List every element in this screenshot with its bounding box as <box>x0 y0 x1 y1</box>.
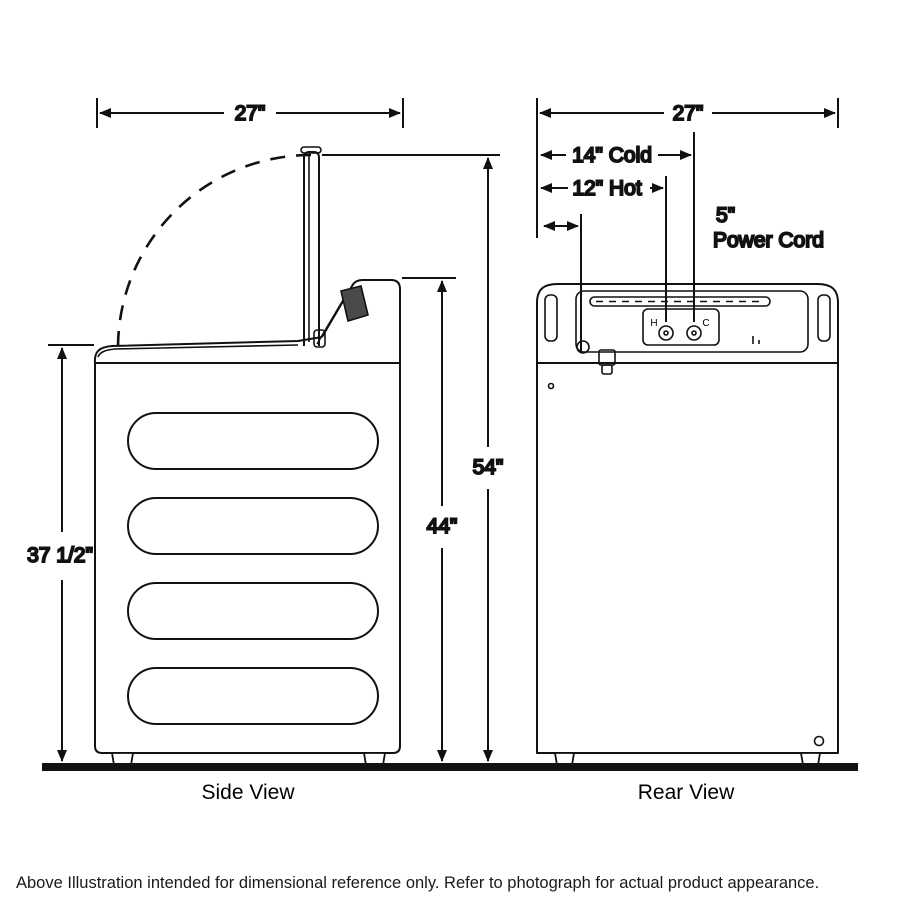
dimension-hot-inlet: 12" Hot <box>540 176 667 322</box>
cold-water-inlet-center <box>691 330 697 336</box>
rear-connection-box <box>642 308 720 346</box>
side-lid-handle <box>300 146 322 154</box>
footer-note: Above Illustration intended for dimensio… <box>16 874 819 892</box>
side-lid-hinge <box>313 329 326 348</box>
side-deck-rim <box>93 336 323 364</box>
rear-side-cover-left <box>544 294 558 342</box>
rear-body-outline <box>536 362 839 754</box>
power-cord-clip <box>601 364 613 375</box>
hot-port-label: H <box>650 318 657 329</box>
rear-side-cover-right <box>817 294 831 342</box>
console-height-value: 44" <box>427 515 458 538</box>
cold-inlet-value: 14" Cold <box>572 144 652 167</box>
hot-inlet-value: 12" Hot <box>572 177 641 200</box>
side-open-lid <box>303 151 320 346</box>
side-width-value: 27" <box>235 102 266 125</box>
rear-screw-top-left <box>547 382 555 390</box>
power-cord-label: Power Cord <box>713 229 824 252</box>
side-panel-rib <box>127 497 379 555</box>
top-height-value: 37 1/2" <box>27 544 93 567</box>
power-offset-value: 5" <box>716 204 735 227</box>
dimension-side-width: 27" <box>96 98 404 128</box>
rear-vent-slot <box>589 296 771 307</box>
side-body-outline <box>94 362 401 754</box>
side-view-label: Side View <box>201 781 295 804</box>
side-control-panel <box>340 285 369 323</box>
rear-view-drawing: H C <box>536 283 839 766</box>
lid-open-height-value: 54" <box>473 456 504 479</box>
side-panel-rib <box>127 582 379 640</box>
floor-line <box>42 763 858 771</box>
dimension-top-height: 37 1/2" <box>26 344 94 762</box>
rear-console-outline <box>536 283 839 363</box>
rear-drain-cap <box>813 735 825 747</box>
side-deck-inner-line <box>97 344 299 358</box>
hot-water-inlet <box>658 325 674 341</box>
dimension-console-height: 44" <box>402 277 458 762</box>
side-view-drawing <box>93 146 401 766</box>
dimension-power-cord: 5" Power Cord <box>543 203 825 352</box>
power-cord-hole <box>576 340 590 354</box>
rear-inner-panel <box>575 290 809 353</box>
dimension-cold-inlet: 14" Cold <box>540 132 695 322</box>
dimension-rear-width: 27" <box>539 98 839 128</box>
dimension-lid-open-height: 54" <box>322 154 504 762</box>
lid-swing-arc <box>116 153 312 349</box>
side-panel-rib <box>127 412 379 470</box>
side-console-outline <box>321 279 401 363</box>
rear-view-label: Rear View <box>638 781 735 804</box>
side-panel-rib <box>127 667 379 725</box>
cold-port-label: C <box>702 318 709 329</box>
hot-water-inlet-center <box>663 330 669 336</box>
rear-width-value: 27" <box>673 102 704 125</box>
cold-water-inlet <box>686 325 702 341</box>
